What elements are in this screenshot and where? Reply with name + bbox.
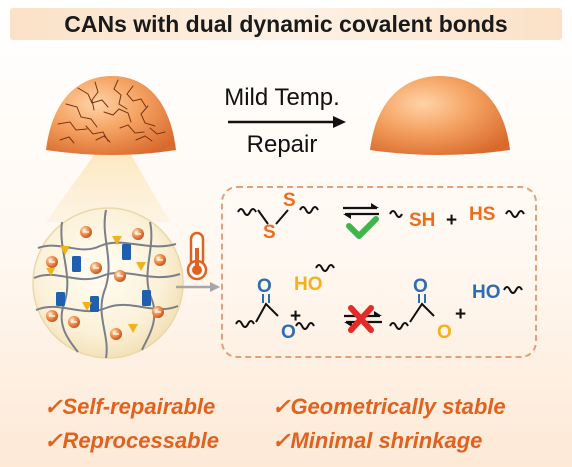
feature-label: Self-repairable [62,394,216,419]
disulfide-reaction [237,203,525,225]
ester-oxygen-1: O [257,276,272,297]
check-icon [346,216,379,239]
feature-label: Reprocessable [62,428,219,453]
ester-oxygen-4: O [437,322,452,343]
feature-geometrically-stable: ✓Geometrically stable [272,394,506,420]
thiol-product-1: SH [409,210,435,231]
process-label-top: Mild Temp. [224,84,340,111]
feature-self-repairable: ✓Self-repairable [44,394,215,420]
plus-sign: + [446,210,457,231]
title-bar: CANs with dual dynamic covalent bonds [10,8,562,40]
process-label-bottom: Repair [246,131,318,158]
temperature-arrow [176,282,220,292]
hydroxyl-product: HO [472,282,501,303]
zoom-beam [46,141,170,222]
plus-sign: + [290,306,301,327]
page-title: CANs with dual dynamic covalent bonds [64,11,508,37]
feature-reprocessable: ✓Reprocessable [44,428,219,454]
sulfur-atom-1: S [263,222,276,243]
feature-minimal-shrinkage: ✓Minimal shrinkage [272,428,482,454]
sulfur-atom-2: S [283,190,296,211]
cross-icon [348,305,374,333]
check-mark-icon: ✓ [44,394,63,419]
reaction-box [221,186,537,358]
feature-label: Minimal shrinkage [290,428,483,453]
network-zoom [32,207,184,359]
repaired-dome [370,76,510,155]
ester-oxygen-3: O [413,276,428,297]
thermometer-icon [186,231,208,281]
ester-oxygen-2: O [281,322,296,343]
feature-label: Geometrically stable [290,394,506,419]
cracked-dome [46,76,176,155]
process-arrow [228,116,346,128]
check-mark-icon: ✓ [272,394,291,419]
hydroxyl-reactant: HO [294,274,323,295]
check-mark-icon: ✓ [44,428,63,453]
plus-sign: + [455,304,466,325]
check-mark-icon: ✓ [272,428,291,453]
thiol-product-2: HS [469,204,495,225]
